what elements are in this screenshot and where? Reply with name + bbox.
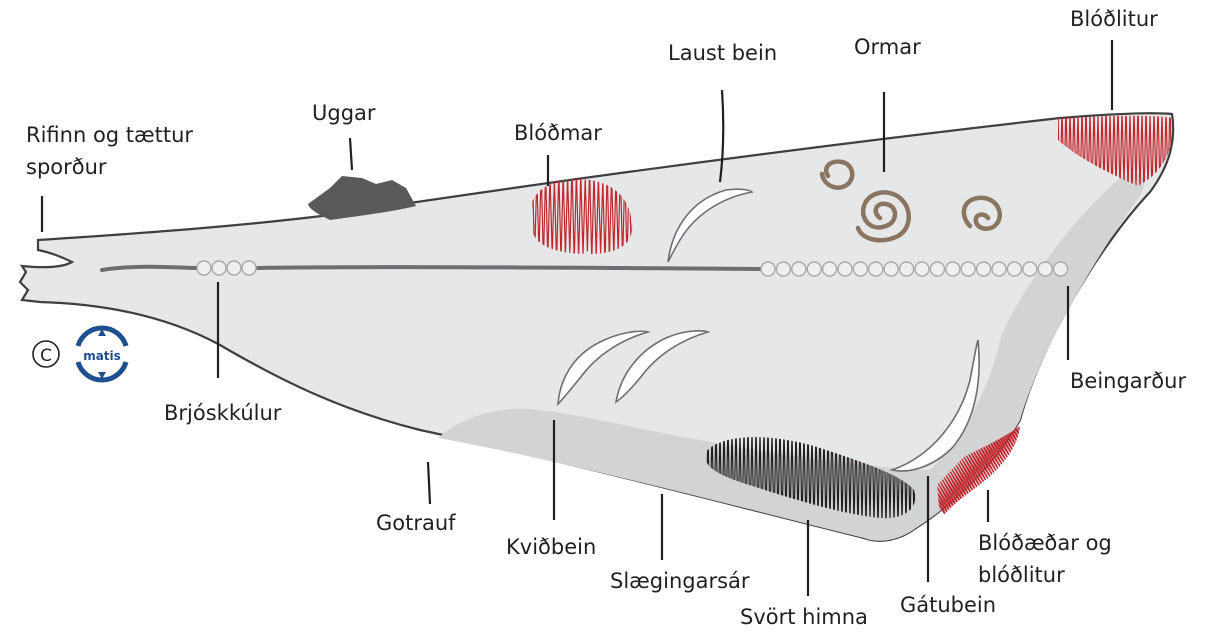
vertebra — [838, 262, 852, 276]
matis-logo: C matis — [33, 328, 126, 380]
label-blodaedar-line2: blóðlitur — [978, 563, 1065, 587]
label-blodmar: Blóðmar — [514, 121, 602, 145]
leader-gotrauf — [428, 462, 430, 504]
label-ormar: Ormar — [854, 35, 921, 59]
vertebra — [1054, 262, 1068, 276]
vertebra — [977, 262, 991, 276]
vertebra — [961, 262, 975, 276]
vertebra — [823, 262, 837, 276]
vertebra — [1038, 262, 1052, 276]
vertebra — [807, 262, 821, 276]
vertebra — [884, 262, 898, 276]
vertebra — [792, 262, 806, 276]
label-svort-himna: Svört himna — [740, 605, 868, 629]
vertebra — [930, 262, 944, 276]
vertebra — [869, 262, 883, 276]
vertebra — [1007, 262, 1021, 276]
vertebra — [853, 262, 867, 276]
label-slaegingarsar: Slægingarsár — [610, 569, 750, 593]
cartilage-ball — [242, 261, 256, 275]
label-uggar: Uggar — [312, 101, 376, 125]
label-laust-bein: Laust bein — [668, 41, 777, 65]
label-gotrauf: Gotrauf — [376, 511, 456, 535]
cartilage-ball — [227, 261, 241, 275]
label-rifinn-line1: Rifinn og tættur — [26, 123, 193, 147]
vertebra — [992, 262, 1006, 276]
vertebra — [915, 262, 929, 276]
vertebra — [946, 262, 960, 276]
vertebra — [761, 262, 775, 276]
vertebra — [776, 262, 790, 276]
leader-uggar — [350, 138, 352, 170]
fillet-body — [20, 113, 1173, 541]
label-blodaedar-line1: Blóðæðar og — [978, 531, 1112, 555]
label-beingardur: Beingarður — [1070, 369, 1186, 393]
matis-wordmark: matis — [83, 349, 121, 363]
vertebra — [1023, 262, 1037, 276]
fillet-outline — [20, 113, 1173, 541]
label-kvidbein: Kviðbein — [506, 535, 596, 559]
cartilage-ball — [212, 261, 226, 275]
cartilage-ball — [197, 261, 211, 275]
label-rifinn-line2: sporður — [26, 155, 107, 179]
label-blodlitur-top: Blóðlitur — [1070, 7, 1158, 31]
vertebra — [900, 262, 914, 276]
label-brjoskkulur: Brjóskkúlur — [164, 401, 282, 425]
copyright-letter: C — [40, 346, 52, 366]
label-gatubein: Gátubein — [900, 593, 996, 617]
